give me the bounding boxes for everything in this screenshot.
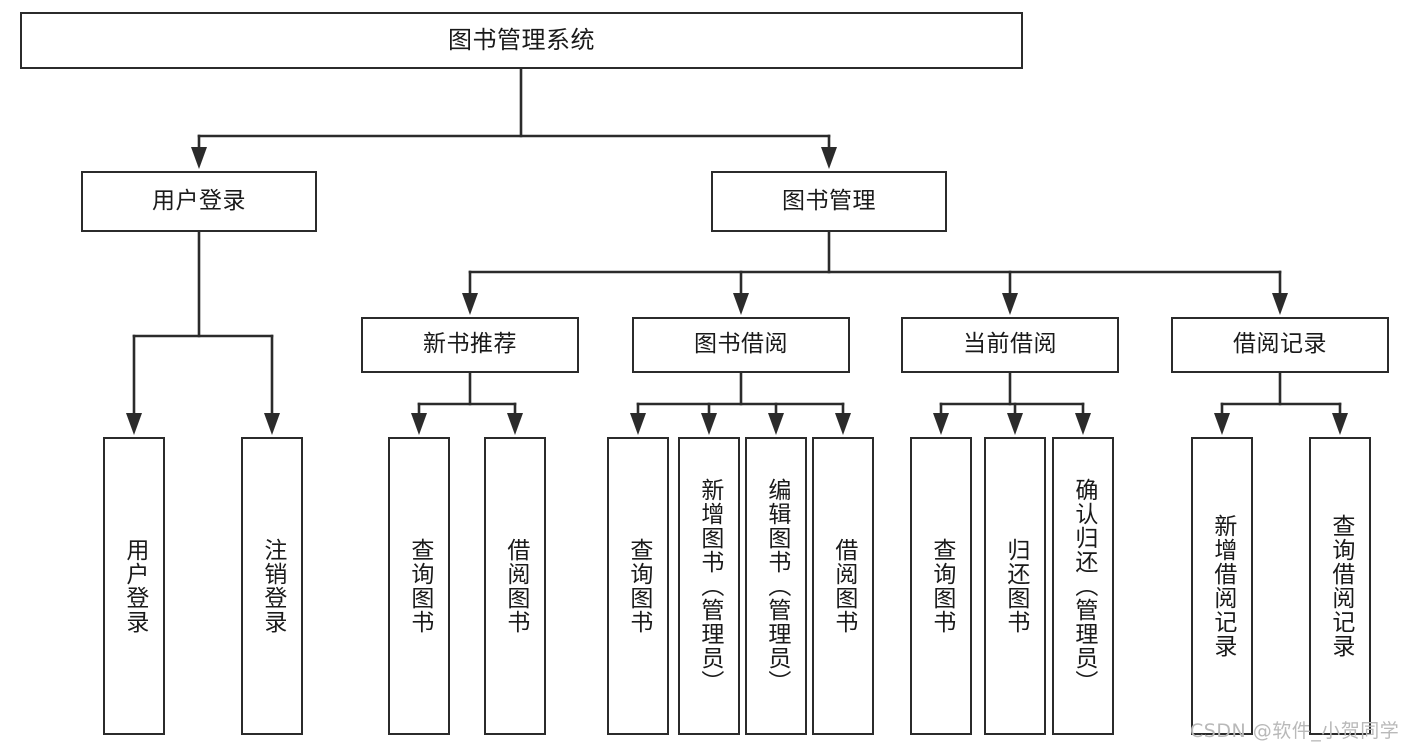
node-label-leaf-borrow-book-rec: 借阅图书 <box>502 538 529 634</box>
node-leaf-user-login[interactable]: 用户登录 <box>103 437 165 735</box>
node-label-borrow-record: 借阅记录 <box>1233 331 1327 358</box>
connector-arrowhead-g-book-borrow-3 <box>835 413 851 435</box>
node-label-book-manage: 图书管理 <box>782 187 876 214</box>
connector-arrowhead-g-book-borrow-1 <box>701 413 717 435</box>
node-label-book-borrow: 图书借阅 <box>694 331 788 358</box>
connector-arrowhead-g-new-book-rec-1 <box>507 413 523 435</box>
node-leaf-query-book-c[interactable]: 查询图书 <box>910 437 972 735</box>
connector-arrowhead-g-book-borrow-0 <box>630 413 646 435</box>
node-current-borrow[interactable]: 当前借阅 <box>901 317 1119 373</box>
node-label-leaf-borrow-book-b: 借阅图书 <box>830 538 857 634</box>
node-label-new-book-rec: 新书推荐 <box>423 331 517 358</box>
connector-arrowhead-g-root-0 <box>191 147 207 169</box>
connector-arrowhead-g-book-manage-1 <box>733 293 749 315</box>
node-root[interactable]: 图书管理系统 <box>20 12 1023 69</box>
connector-arrowhead-g-borrow-record-0 <box>1214 413 1230 435</box>
node-leaf-borrow-book-b[interactable]: 借阅图书 <box>812 437 874 735</box>
node-label-leaf-add-book: 新增图书（管理员） <box>696 478 723 694</box>
node-leaf-query-book-rec[interactable]: 查询图书 <box>388 437 450 735</box>
node-leaf-return-book[interactable]: 归还图书 <box>984 437 1046 735</box>
node-leaf-query-record[interactable]: 查询借阅记录 <box>1309 437 1371 735</box>
connector-arrowhead-g-book-manage-2 <box>1002 293 1018 315</box>
node-leaf-add-record[interactable]: 新增借阅记录 <box>1191 437 1253 735</box>
node-borrow-record[interactable]: 借阅记录 <box>1171 317 1389 373</box>
node-label-leaf-return-book: 归还图书 <box>1002 538 1029 634</box>
node-leaf-logout[interactable]: 注销登录 <box>241 437 303 735</box>
node-label-leaf-edit-book: 编辑图书（管理员） <box>763 478 790 694</box>
node-label-current-borrow: 当前借阅 <box>963 331 1057 358</box>
connector-arrowhead-g-root-1 <box>821 147 837 169</box>
connector-arrowhead-g-book-borrow-2 <box>768 413 784 435</box>
connector-arrowhead-g-current-borrow-0 <box>933 413 949 435</box>
node-label-leaf-logout: 注销登录 <box>259 538 286 634</box>
node-leaf-edit-book[interactable]: 编辑图书（管理员） <box>745 437 807 735</box>
node-label-leaf-add-record: 新增借阅记录 <box>1209 514 1236 658</box>
connector-arrowhead-g-user-login-1 <box>264 413 280 435</box>
connector-arrowhead-g-current-borrow-2 <box>1075 413 1091 435</box>
node-user-login[interactable]: 用户登录 <box>81 171 317 232</box>
connector-arrowhead-g-user-login-0 <box>126 413 142 435</box>
node-label-leaf-query-book-b: 查询图书 <box>625 538 652 634</box>
node-leaf-add-book[interactable]: 新增图书（管理员） <box>678 437 740 735</box>
node-label-leaf-query-book-c: 查询图书 <box>928 538 955 634</box>
node-label-leaf-query-book-rec: 查询图书 <box>406 538 433 634</box>
connector-arrowhead-g-borrow-record-1 <box>1332 413 1348 435</box>
node-leaf-confirm-return[interactable]: 确认归还（管理员） <box>1052 437 1114 735</box>
connector-arrowhead-g-book-manage-3 <box>1272 293 1288 315</box>
node-book-manage[interactable]: 图书管理 <box>711 171 947 232</box>
node-leaf-borrow-book-rec[interactable]: 借阅图书 <box>484 437 546 735</box>
connector-arrowhead-g-book-manage-0 <box>462 293 478 315</box>
node-label-leaf-confirm-return: 确认归还（管理员） <box>1070 478 1097 694</box>
node-label-leaf-user-login: 用户登录 <box>121 538 148 634</box>
node-book-borrow[interactable]: 图书借阅 <box>632 317 850 373</box>
node-label-user-login: 用户登录 <box>152 187 246 214</box>
connector-arrowhead-g-new-book-rec-0 <box>411 413 427 435</box>
watermark-label: CSDN @软件_小贺同学 <box>1190 720 1400 742</box>
connector-arrowhead-g-current-borrow-1 <box>1007 413 1023 435</box>
node-label-root: 图书管理系统 <box>448 26 595 55</box>
node-new-book-rec[interactable]: 新书推荐 <box>361 317 579 373</box>
node-leaf-query-book-b[interactable]: 查询图书 <box>607 437 669 735</box>
node-label-leaf-query-record: 查询借阅记录 <box>1327 514 1354 658</box>
